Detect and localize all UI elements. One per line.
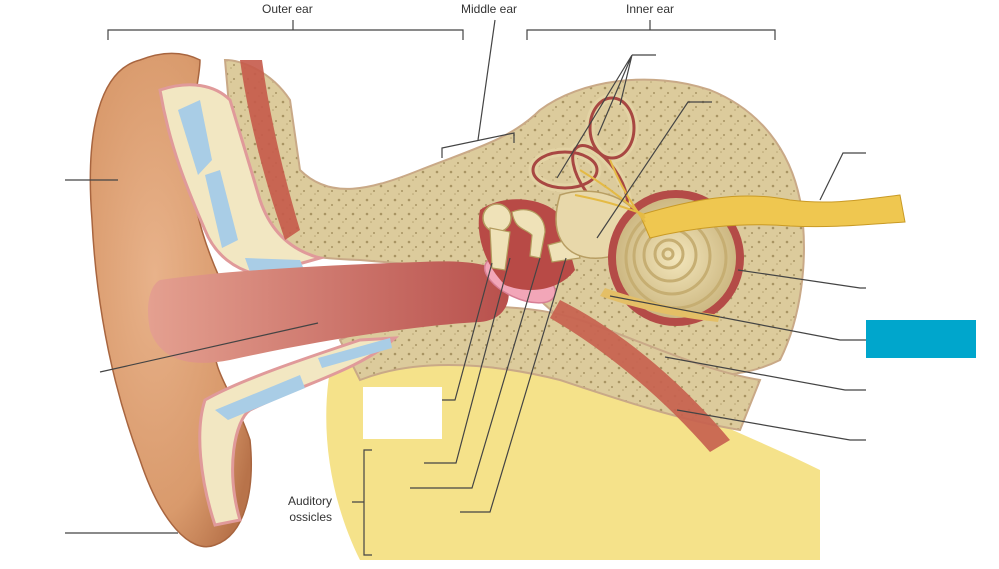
highlighted-label-box[interactable] <box>866 320 976 358</box>
leader-vestibulocochlear-nerve <box>819 152 866 201</box>
leader-vestibule <box>596 101 712 239</box>
muscle <box>240 60 300 240</box>
inner-ear-label: Inner ear <box>626 2 675 16</box>
fatty-tissue <box>326 341 820 560</box>
temporal-bone-lower <box>338 305 762 432</box>
leader-temporal-bone <box>664 356 866 391</box>
bracket-middle-ear <box>441 19 515 158</box>
leader-lines <box>65 19 866 556</box>
leader-incus <box>410 257 541 489</box>
leader-round-window <box>609 295 866 341</box>
external-auditory-canal <box>148 261 509 363</box>
bracket-auditory-ossicles <box>352 449 372 556</box>
leader-ear-canal <box>99 322 319 373</box>
auditory-ossicles-line2: ossicles <box>289 510 333 524</box>
leader-semicircular-canals <box>556 54 656 179</box>
auditory-tube <box>550 300 730 452</box>
auditory-ossicles-label: Auditory ossicles <box>288 493 332 525</box>
bracket-outer-ear <box>107 20 464 40</box>
outer-ear-label: Outer ear <box>262 2 313 16</box>
bracket-inner-ear <box>526 20 776 40</box>
label-mask-box <box>363 387 442 439</box>
leader-cochlea <box>737 269 866 289</box>
leader-malleus <box>424 257 511 464</box>
vestibulocochlear-nerve <box>639 194 906 239</box>
leader-stapes <box>460 257 567 513</box>
incus <box>511 209 546 259</box>
leader-tympanic-membrane <box>442 262 493 401</box>
malleus <box>482 203 512 233</box>
auditory-ossicles-line1: Auditory <box>288 494 333 508</box>
leader-auditory-tube <box>676 409 866 441</box>
middle-ear-label: Middle ear <box>461 2 518 16</box>
